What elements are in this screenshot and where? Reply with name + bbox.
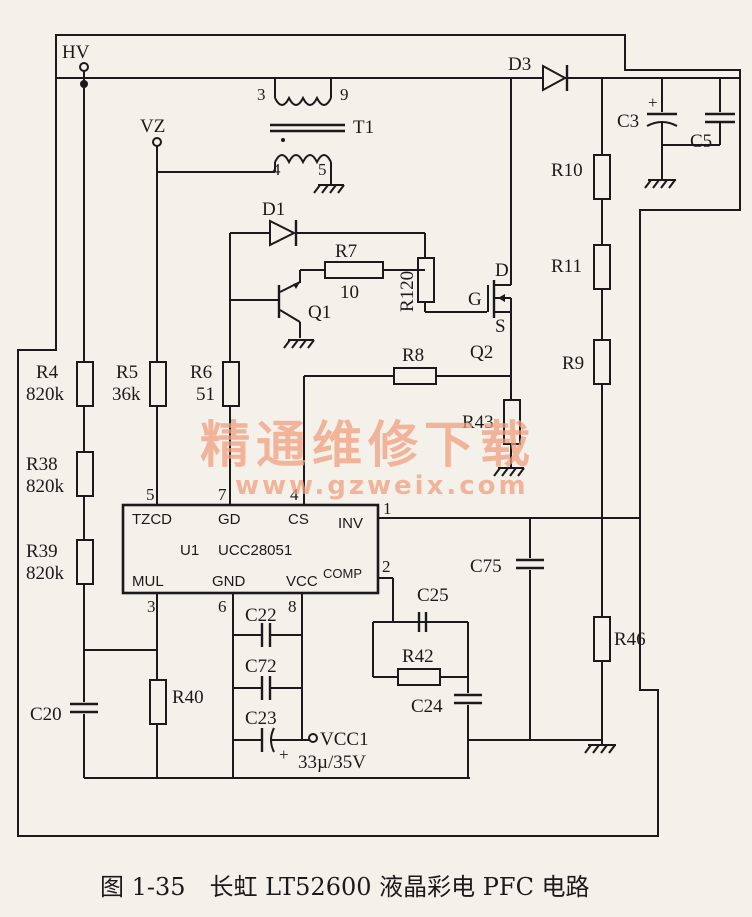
t1-pin9: 9 [340,85,349,104]
c5-label: C5 [690,131,712,152]
c22-label: C22 [245,605,277,626]
q2-label: Q2 [470,342,493,363]
pin7-num: 7 [218,485,227,504]
outer-frame-wire [17,34,741,837]
t1-pin4: 4 [272,160,281,179]
pin8-num: 8 [288,597,297,616]
r5-label: R5 [116,362,138,383]
r10-label: R10 [551,160,583,181]
main-ground-icon [584,744,616,754]
vcc1-label: VCC1 [320,729,369,750]
r43-ground-icon [493,467,525,477]
r6-label: R6 [190,362,212,383]
diode-d3 [542,64,569,92]
mosfet-q2 [487,78,521,468]
hv-label: HV [62,42,90,63]
pin2-num: 2 [382,557,391,576]
vz-label: VZ [140,116,165,137]
r120-label: R120 [397,271,418,312]
r43-label: R43 [462,412,494,433]
cs-wire [303,367,511,505]
c75-label: C75 [470,556,502,577]
svg-text:+: + [279,745,289,764]
d1-label: D1 [262,199,285,220]
r42-label: R42 [402,646,434,667]
r6-value: 51 [196,384,215,405]
mul-network [84,593,470,779]
comp-network [372,578,602,778]
pin5-num: 5 [146,485,155,504]
r39-value: 820k [26,563,65,584]
pin-vcc: VCC [286,573,318,590]
c24-label: C24 [411,696,443,717]
ic-u1-part: UCC28051 [218,542,292,559]
r7-value: 10 [340,282,359,303]
r8-label: R8 [402,345,424,366]
r39-label: R39 [26,541,58,562]
t1-pin5: 5 [318,160,327,179]
vz-wire [152,137,275,362]
pin3-num: 3 [147,597,156,616]
c72-label: C72 [245,656,277,677]
vcc1-value: 33µ/35V [298,752,366,773]
pin-inv: INV [338,515,363,532]
q2-g-label: G [468,289,482,310]
r40-label: R40 [172,687,204,708]
r7-label: R7 [335,241,357,262]
r46-label: R46 [614,629,646,650]
d3-label: D3 [508,54,531,75]
pin6-num: 6 [218,597,227,616]
pin-mul: MUL [132,573,164,590]
pin-gnd: GND [212,573,246,590]
ic-u1 [121,503,640,595]
t1-ground-icon [313,184,345,194]
r11-label: R11 [551,256,582,277]
q1-label: Q1 [308,302,331,323]
pin-comp: COMP [323,566,362,581]
drive-network [229,219,487,362]
vcc-caps: + [232,593,318,778]
figure-caption: 图 1-35 长虹 LT52600 液晶彩电 PFC 电路 [100,873,590,901]
q2-s-label: S [495,316,506,337]
pin-tzcd: TZCD [132,511,172,528]
r4-value: 820k [26,384,65,405]
c3-label: C3 [617,111,639,132]
watermark-url: www.gzweix.com [235,471,529,501]
c75-network [516,518,544,740]
pin4-num: 4 [290,485,299,504]
divider-chain [593,78,611,745]
pin-gd: GD [218,511,241,528]
r4-label: R4 [36,362,59,383]
r5-value: 36k [112,384,141,405]
q1-ground-icon [283,339,315,349]
r38-value: 820k [26,476,65,497]
pin-cs: CS [288,511,309,528]
r5-r6 [149,361,240,505]
c23-label: C23 [245,708,277,729]
c3-ground-icon [644,179,676,189]
c25-label: C25 [417,585,449,606]
ic-u1-name: U1 [180,542,199,559]
transformer-t1 [270,78,345,185]
c20-label: C20 [30,704,62,725]
watermark-cn: 精通维修下载 [200,416,536,474]
r38-label: R38 [26,454,58,475]
c3-plus: + [648,93,658,112]
output-caps [646,78,735,180]
pin1-num: 1 [383,499,392,518]
hv-rail [56,62,740,362]
t1-label: T1 [353,117,374,138]
hv-sense-chain [70,361,157,778]
q2-d-label: D [495,260,509,281]
t1-pin3: 3 [257,85,266,104]
r9-label: R9 [562,353,584,374]
